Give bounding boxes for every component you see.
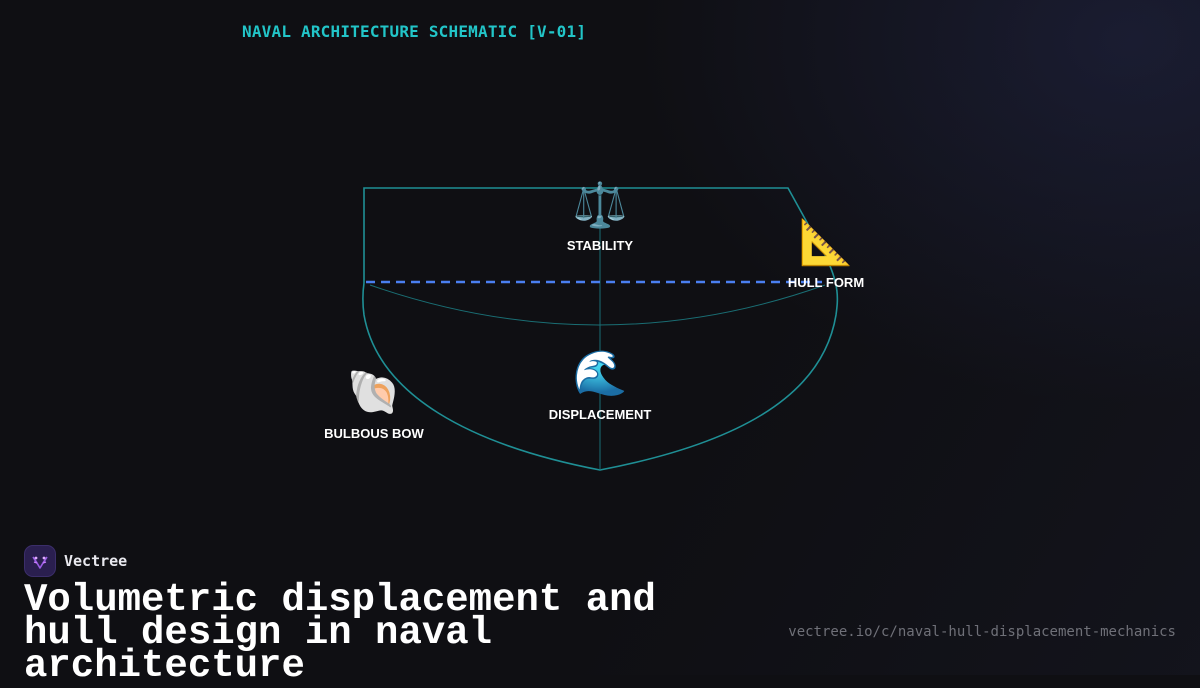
schematic-title: NAVAL ARCHITECTURE SCHEMATIC [V-01]: [242, 22, 587, 41]
spiral-shell-icon: 🐚: [347, 367, 402, 418]
node-bulbous-bow[interactable]: 🐚 BULBOUS BOW: [324, 367, 424, 441]
headline: Volumetric displacement and hull design …: [24, 578, 656, 688]
node-label-hull-form: HULL FORM: [788, 275, 864, 290]
water-wave-icon: 🌊: [573, 348, 628, 399]
node-hull-form[interactable]: 📐 HULL FORM: [788, 217, 864, 290]
node-label-bulbous-bow: BULBOUS BOW: [324, 426, 424, 441]
node-label-displacement: DISPLACEMENT: [549, 407, 652, 422]
node-stability[interactable]: ⚖️ STABILITY: [567, 180, 634, 253]
hull-outline: [362, 187, 839, 471]
vectree-logo-icon: [24, 545, 56, 577]
brand-name: Vectree: [64, 552, 128, 570]
balance-scale-icon: ⚖️: [573, 180, 628, 231]
node-label-stability: STABILITY: [567, 238, 634, 253]
section-curve: [369, 284, 826, 326]
node-displacement[interactable]: 🌊 DISPLACEMENT: [549, 348, 652, 422]
brand: Vectree: [24, 544, 127, 578]
triangular-ruler-icon: 📐: [799, 217, 854, 268]
source-url-link[interactable]: vectree.io/c/naval-hull-displacement-mec…: [788, 624, 1176, 640]
